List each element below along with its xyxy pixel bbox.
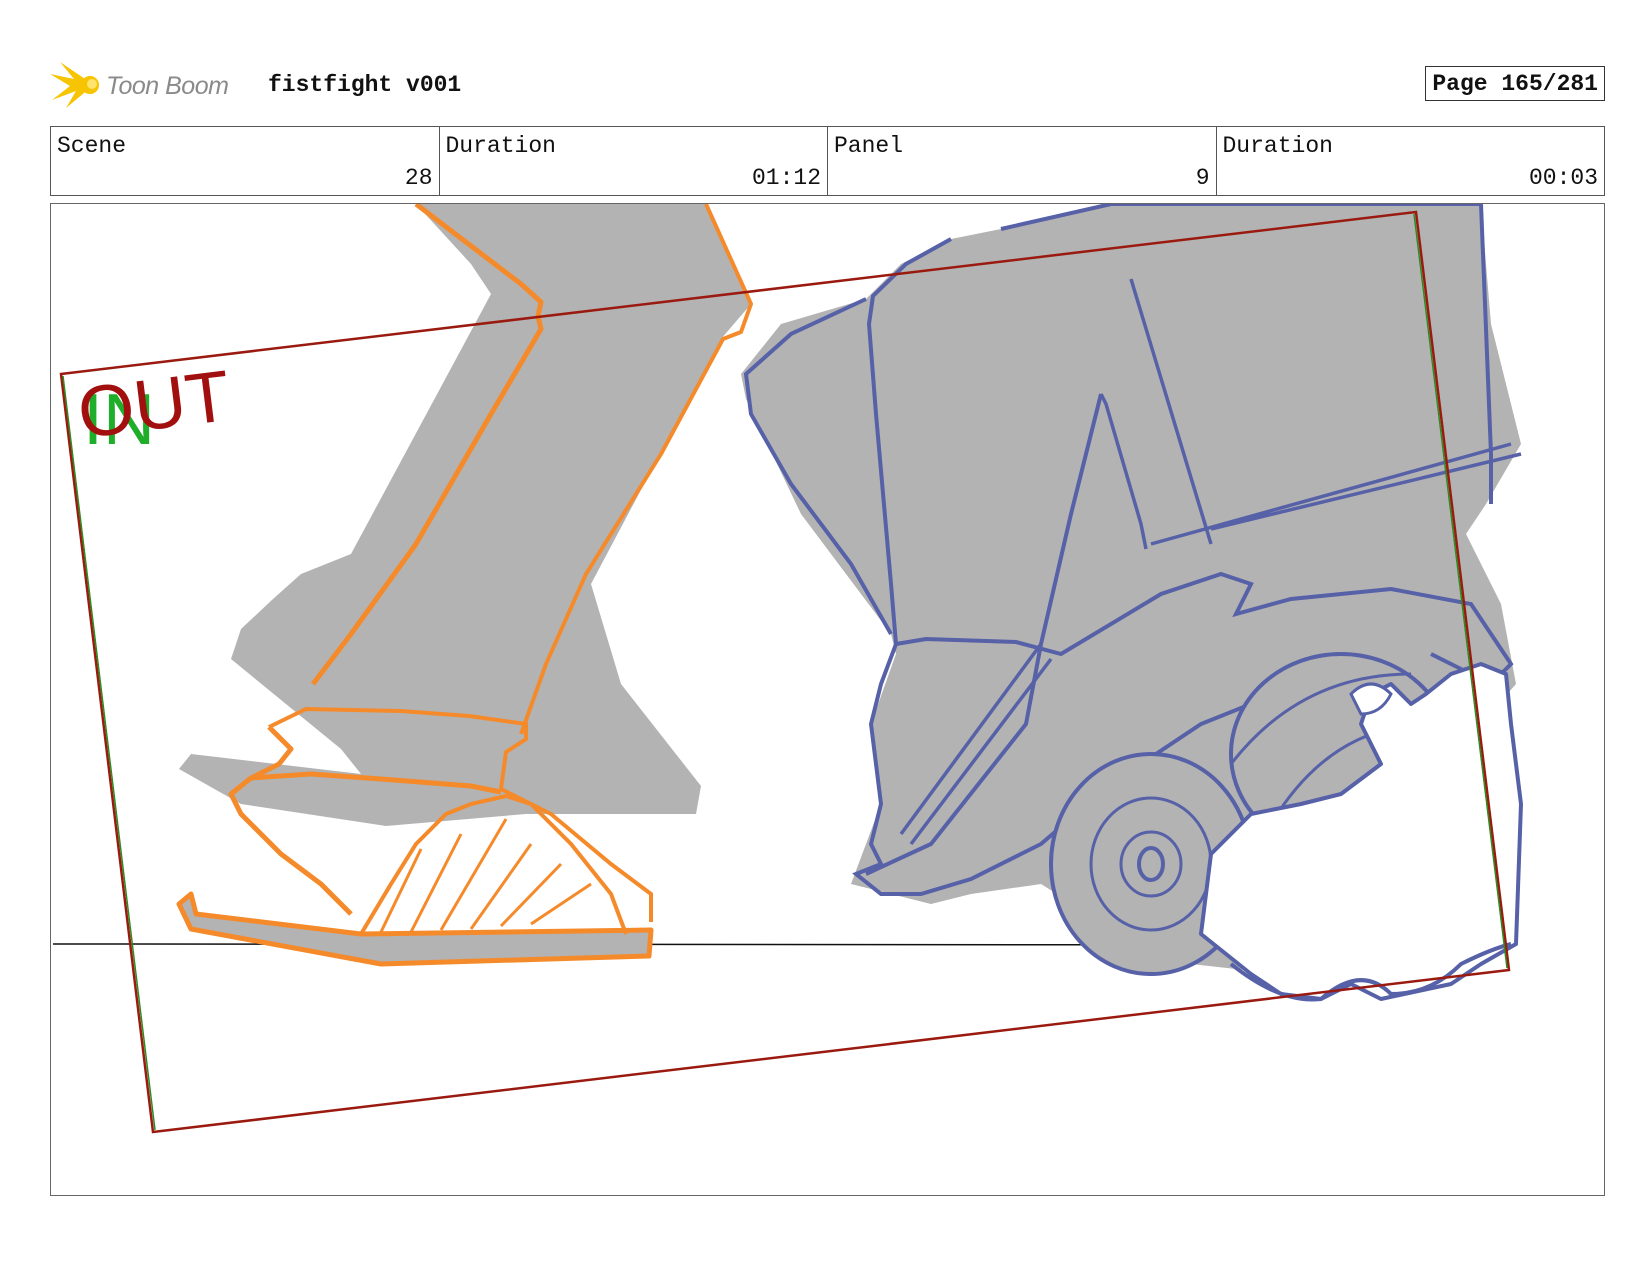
in-marker: IN — [83, 380, 155, 460]
panel-duration-value: 00:03 — [1528, 165, 1598, 191]
in-out-markers: IN OUT — [74, 356, 283, 484]
panel-duration-cell: Duration 00:03 — [1217, 127, 1605, 195]
out-marker: OUT — [73, 356, 235, 454]
storyboard-panel: IN OUT — [50, 203, 1605, 1196]
scene-duration-value: 01:12 — [751, 165, 821, 191]
scene-cell: Scene 28 — [51, 127, 440, 195]
toon-boom-logo: Toon Boom — [50, 60, 250, 110]
blue-figure-drawing — [741, 204, 1523, 1002]
white-hand-shape — [1199, 662, 1523, 1001]
page-header: Toon Boom fistfight v001 Page 165/281 — [50, 56, 1605, 112]
scene-info-table: Scene 28 Duration 01:12 Panel 9 Duration… — [50, 126, 1605, 196]
starburst-icon — [50, 62, 99, 108]
orange-leg-drawing — [176, 204, 753, 967]
panel-duration-label: Duration — [1222, 133, 1333, 159]
panel-cell: Panel 9 — [828, 127, 1217, 195]
panel-drawing — [52, 204, 1523, 1134]
camera-frame — [59, 210, 1511, 1134]
project-title: fistfight v001 — [268, 72, 462, 98]
panel-value: 9 — [1195, 165, 1210, 191]
page-indicator: Page 165/281 — [1425, 66, 1605, 101]
logo-text: Toon Boom — [106, 72, 229, 100]
panel-label: Panel — [834, 133, 904, 159]
scene-value: 28 — [404, 165, 433, 191]
scene-duration-cell: Duration 01:12 — [440, 127, 828, 195]
scene-duration-label: Duration — [445, 133, 556, 159]
scene-label: Scene — [57, 133, 127, 159]
